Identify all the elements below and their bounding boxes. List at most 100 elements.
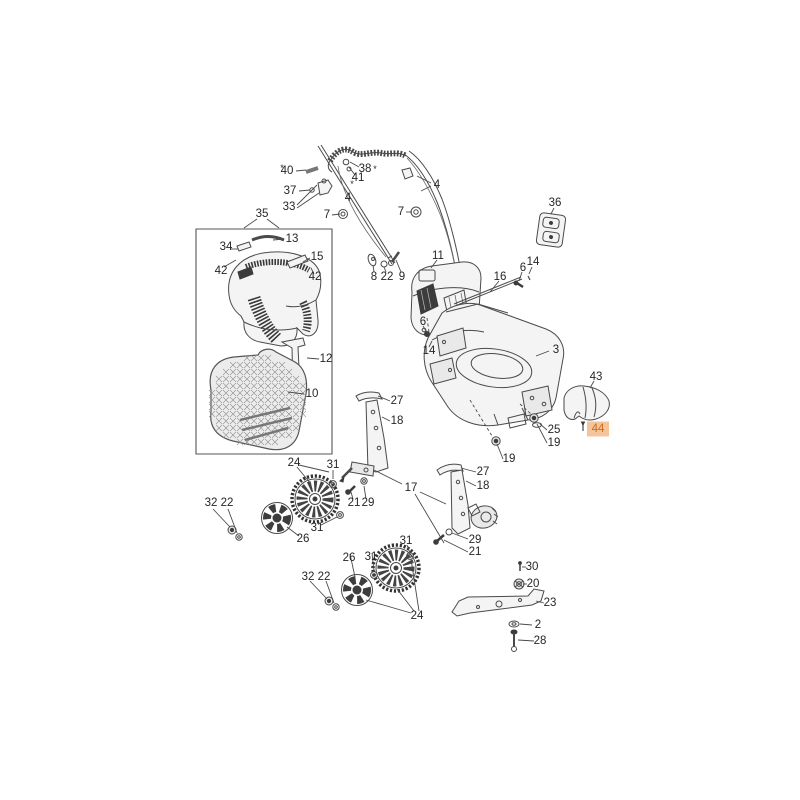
part-number-label: 33 (283, 201, 296, 213)
washer-22-shape (381, 261, 387, 267)
part-number-label: 8 (371, 271, 377, 283)
bag-mesh-texture (258, 390, 264, 396)
bag-mesh-texture (258, 397, 264, 403)
bag-mesh-texture (265, 439, 271, 445)
bag-mesh-texture (223, 432, 229, 438)
part-number-label: 22 (318, 571, 331, 583)
bag-mesh-texture (251, 390, 257, 396)
label-leader-line (540, 424, 547, 430)
label-leader-line (373, 265, 374, 272)
bag-mesh-texture (251, 383, 257, 389)
bag-mesh-texture (216, 376, 222, 382)
bag-mesh-texture (223, 411, 229, 417)
label-leader-line (213, 509, 230, 527)
label-leader-line (366, 600, 411, 613)
wheel-front-drawing (373, 545, 419, 591)
washer-29-right-shape (446, 529, 452, 535)
part-number-label: 31 (400, 535, 413, 547)
label-leader-line (372, 553, 374, 571)
part-number-label: 14 (527, 256, 540, 268)
label-leader-line (297, 193, 319, 208)
bag-mesh-texture (272, 383, 278, 389)
left-bracket-drawing (340, 392, 388, 494)
pin-40-shape (306, 168, 318, 172)
bag-mesh-texture (286, 411, 292, 417)
bag-mesh-texture (223, 376, 229, 382)
bag-mesh-texture (279, 411, 285, 417)
label-leader-line (384, 267, 386, 272)
label-leader-line (396, 260, 401, 272)
bag-mesh-texture (244, 362, 250, 368)
strip-18-left-shape (366, 400, 388, 472)
part-number-label: 26 (343, 552, 356, 564)
shackle-8-shape (367, 253, 378, 267)
part-number-label: 12 (320, 353, 333, 365)
part-number-label: 34 (220, 241, 233, 253)
bag-mesh-texture (230, 383, 236, 389)
label-leader-line (537, 424, 547, 443)
part-number-label: 21 (469, 546, 482, 558)
bag-mesh-texture (230, 362, 236, 368)
label-leader-line (444, 540, 468, 552)
part-number-label: 42 (215, 265, 228, 277)
bag-mesh-texture (258, 355, 264, 361)
bag-mesh-texture (272, 369, 278, 375)
bag-mesh-texture (223, 404, 229, 410)
part-number-label: 30 (526, 561, 539, 573)
bag-mesh-texture (272, 432, 278, 438)
washer-22-shape (333, 604, 339, 610)
bag-mesh-texture (209, 390, 215, 396)
part-number-label: 2 (535, 619, 541, 631)
clamp-36-drawing (536, 212, 566, 247)
bag-mesh-texture (272, 390, 278, 396)
bolt-9-shape (392, 252, 399, 262)
bag-mesh-texture (265, 390, 271, 396)
part-number-label: 36 (549, 197, 562, 209)
label-leader-line (529, 267, 532, 274)
part-number-label: 43 (590, 371, 603, 383)
washer-29-left-shape (361, 478, 367, 484)
label-leader-line (332, 214, 340, 215)
label-leader-line (421, 186, 431, 191)
part-number-label: 24 (288, 457, 301, 469)
label-leader-line (536, 351, 549, 356)
part-number-label: 23 (544, 597, 557, 609)
label-leader-line (273, 239, 284, 240)
bag-mesh-texture (293, 376, 299, 382)
bag-mesh-texture (258, 418, 264, 424)
label-leader-line (297, 467, 311, 484)
bag-mesh-texture (251, 439, 257, 445)
part-number-label: 27 (391, 395, 404, 407)
leader-lines-layer (213, 162, 594, 641)
part-number-label: 24 (411, 610, 424, 622)
bag-mesh-texture (237, 383, 243, 389)
label-leader-line (518, 640, 534, 641)
part-number-label: 32 (302, 571, 315, 583)
label-leader-line (407, 545, 410, 553)
part-number-label: 15 (311, 251, 324, 263)
part-number-label: 18 (477, 480, 490, 492)
boxed-group-35 (196, 229, 332, 454)
bag-mesh-texture (216, 425, 222, 431)
bag-mesh-texture (286, 369, 292, 375)
bag-mesh-texture (286, 390, 292, 396)
bag-mesh-texture (223, 397, 229, 403)
part-number-label: 18 (391, 415, 404, 427)
bag-mesh-texture (293, 411, 299, 417)
bag-mesh-texture (230, 390, 236, 396)
bag-mesh-texture (300, 404, 306, 410)
part-number-label: 31 (365, 551, 378, 563)
adjuster-housing-shape (469, 503, 500, 531)
bag-mesh-texture (216, 411, 222, 417)
grass-bag-drawing (209, 349, 307, 450)
bag-mesh-texture (230, 411, 236, 417)
label-leader-line (326, 581, 334, 603)
bag-mesh-texture (293, 425, 299, 431)
part-number-label: 38 (359, 163, 372, 175)
label-leader-line (303, 258, 310, 262)
bag-mesh-texture (293, 404, 299, 410)
bag-mesh-texture (244, 397, 250, 403)
label-leader-line (417, 176, 431, 183)
bag-mesh-texture (272, 397, 278, 403)
